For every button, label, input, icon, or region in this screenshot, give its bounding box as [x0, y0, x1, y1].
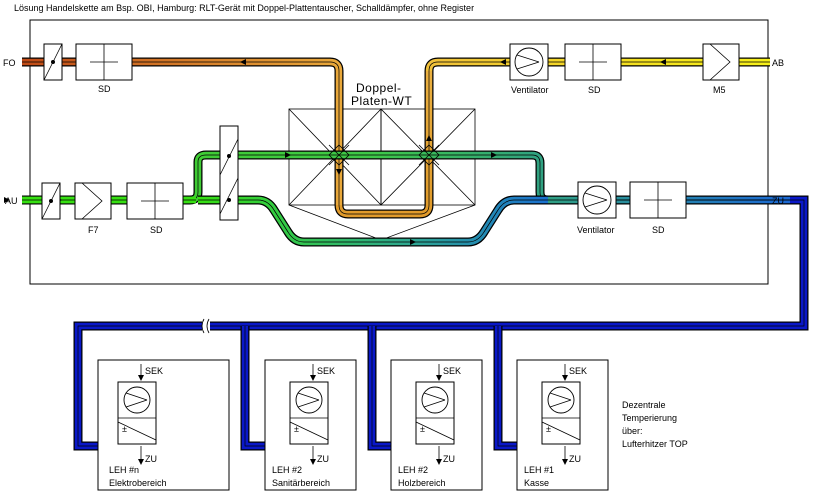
fan-zu [577, 181, 617, 219]
damper-fo [43, 43, 63, 81]
unit1-sek: SEK [145, 366, 163, 376]
unit1-pm: ± [122, 424, 127, 434]
damper-bypass [219, 125, 239, 221]
heater-unit-elektro [97, 359, 230, 491]
exchanger-label-2: Platen-WT [351, 94, 412, 108]
heater-unit-sanitaer [264, 359, 357, 491]
label-sd-ab: SD [588, 85, 601, 95]
exchanger-label-1: Doppel- [356, 81, 402, 95]
unit3-pm: ± [420, 424, 425, 434]
unit2-zu: ZU [317, 454, 329, 464]
unit4-id: LEH #1 [524, 465, 554, 475]
unit3-zu: ZU [443, 454, 455, 464]
heater-unit-kasse [516, 359, 609, 491]
unit3-id: LEH #2 [398, 465, 428, 475]
note-line-4: Lufterhitzer TOP [622, 439, 688, 449]
label-ventilator-zu: Ventilator [577, 225, 615, 235]
duct-au-lower [198, 195, 548, 247]
label-sd-fo: SD [98, 84, 111, 94]
unit1-id: LEH #n [109, 465, 139, 475]
unit2-sek: SEK [317, 366, 335, 376]
damper-au [41, 182, 61, 220]
note-line-3: über: [622, 426, 643, 436]
note-line-2: Temperierung [622, 413, 677, 423]
filter-m5 [702, 43, 740, 81]
duct-fortluft [22, 57, 770, 219]
unit1-zu: ZU [145, 454, 157, 464]
port-fo: FO [3, 58, 16, 68]
port-au: AU [5, 196, 18, 206]
label-m5: M5 [713, 85, 726, 95]
unit3-sek: SEK [443, 366, 461, 376]
heater-unit-holz [390, 359, 483, 491]
exchanger-crossings [328, 144, 440, 166]
unit4-area: Kasse [524, 478, 549, 488]
unit1-area: Elektrobereich [109, 478, 167, 488]
diagram-title: Lösung Handelskette am Bsp. OBI, Hamburg… [14, 3, 474, 13]
note-line-1: Dezentrale [622, 400, 666, 410]
label-f7: F7 [88, 225, 99, 235]
silencer-ab [564, 43, 622, 81]
label-sd-au: SD [150, 225, 163, 235]
label-ventilator-ab: Ventilator [511, 85, 549, 95]
silencer-zu [629, 181, 687, 219]
unit4-pm: ± [546, 424, 551, 434]
unit4-sek: SEK [569, 366, 587, 376]
fan-ab [509, 43, 549, 81]
silencer-au [126, 182, 184, 220]
unit2-pm: ± [294, 424, 299, 434]
zu-distribution-duct [73, 195, 809, 451]
unit2-id: LEH #2 [272, 465, 302, 475]
port-zu: ZU [772, 196, 784, 206]
filter-f7 [74, 182, 112, 220]
unit2-area: Sanitärbereich [272, 478, 330, 488]
silencer-fo [75, 43, 133, 81]
port-ab: AB [772, 58, 784, 68]
unit3-area: Holzbereich [398, 478, 446, 488]
unit4-zu: ZU [569, 454, 581, 464]
label-sd-zu: SD [652, 225, 665, 235]
